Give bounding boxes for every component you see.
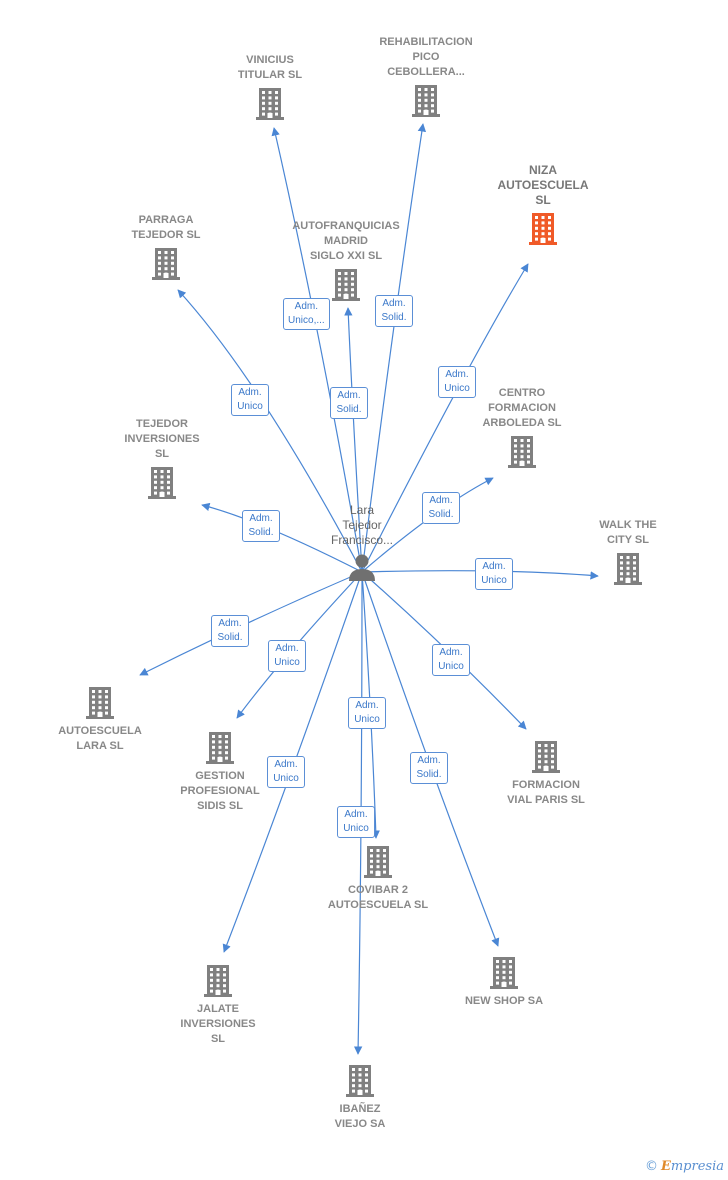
company-node-jalate[interactable]: JALATE INVERSIONES SL <box>153 962 283 1047</box>
building-icon <box>35 684 165 720</box>
company-node-gestion[interactable]: GESTION PROFESIONAL SIDIS SL <box>155 729 285 814</box>
company-node-vinicius[interactable]: VINICIUS TITULAR SL <box>205 53 335 121</box>
company-node-autoescuela_lara[interactable]: AUTOESCUELA LARA SL <box>35 684 165 754</box>
person-node[interactable]: Lara Tejedor Francisco... <box>307 503 417 582</box>
company-node-parraga[interactable]: PARRAGA TEJEDOR SL <box>101 213 231 281</box>
relation-badge-formacion_vial[interactable]: Adm. Unico <box>432 644 470 676</box>
relation-badge-vinicius[interactable]: Adm. Unico,... <box>283 298 330 330</box>
relation-badge-centro[interactable]: Adm. Solid. <box>422 492 460 524</box>
company-label[interactable]: PARRAGA TEJEDOR SL <box>131 214 201 241</box>
relation-badge-parraga[interactable]: Adm. Unico <box>231 384 269 416</box>
relation-badge-new_shop[interactable]: Adm. Solid. <box>410 752 448 784</box>
copyright-notice: ©Empresia <box>645 1159 724 1174</box>
edge-vinicius <box>271 127 363 573</box>
company-label[interactable]: VINICIUS TITULAR SL <box>237 54 303 81</box>
company-label[interactable]: WALK THE CITY SL <box>599 519 657 546</box>
company-node-covibar[interactable]: COVIBAR 2 AUTOESCUELA SL <box>313 843 443 913</box>
company-node-walk[interactable]: WALK THE CITY SL <box>563 518 693 586</box>
company-node-tejedor[interactable]: TEJEDOR INVERSIONES SL <box>97 417 227 500</box>
relation-badge-covibar[interactable]: Adm. Unico <box>348 697 386 729</box>
building-icon <box>478 210 608 246</box>
company-label[interactable]: NEW SHOP SA <box>464 995 544 1007</box>
company-label[interactable]: CENTRO FORMACION ARBOLEDA SL <box>482 387 562 429</box>
relation-badge-rehabilitacion[interactable]: Adm. Solid. <box>375 295 413 327</box>
edge-rehabilitacion <box>361 123 427 573</box>
relation-badge-autofranquicias[interactable]: Adm. Solid. <box>330 387 368 419</box>
company-node-new_shop[interactable]: NEW SHOP SA <box>439 954 569 1009</box>
relation-badge-autoescuela_lara[interactable]: Adm. Solid. <box>211 615 249 647</box>
company-node-centro[interactable]: CENTRO FORMACION ARBOLEDA SL <box>457 386 587 469</box>
company-label[interactable]: NIZA AUTOESCUELA SL <box>497 163 589 207</box>
building-icon <box>563 550 693 586</box>
building-icon <box>481 738 611 774</box>
company-label[interactable]: JALATE INVERSIONES SL <box>180 1003 256 1045</box>
company-label[interactable]: IBAÑEZ VIEJO SA <box>334 1103 386 1130</box>
building-icon <box>205 85 335 121</box>
relation-badge-niza[interactable]: Adm. Unico <box>438 366 476 398</box>
company-label[interactable]: COVIBAR 2 AUTOESCUELA SL <box>327 884 429 911</box>
company-label[interactable]: FORMACION VIAL PARIS SL <box>507 779 585 806</box>
company-label[interactable]: GESTION PROFESIONAL SIDIS SL <box>180 770 260 812</box>
relation-badge-jalate[interactable]: Adm. Unico <box>267 756 305 788</box>
relation-badge-gestion[interactable]: Adm. Unico <box>268 640 306 672</box>
brand-initial: E <box>660 1159 671 1174</box>
company-node-ibanez[interactable]: IBAÑEZ VIEJO SA <box>295 1062 425 1132</box>
building-icon <box>101 245 231 281</box>
building-icon <box>97 464 227 500</box>
building-icon <box>155 729 285 765</box>
copyright-icon: © <box>644 1159 658 1174</box>
building-icon <box>281 266 411 302</box>
building-icon <box>439 954 569 990</box>
brand-name: mpresia <box>670 1159 724 1174</box>
company-label[interactable]: TEJEDOR INVERSIONES SL <box>124 418 200 460</box>
person-label[interactable]: Lara Tejedor Francisco... <box>330 503 393 547</box>
relation-badge-tejedor[interactable]: Adm. Solid. <box>242 510 280 542</box>
building-icon <box>361 82 491 118</box>
relation-badge-ibanez[interactable]: Adm. Unico <box>337 806 375 838</box>
company-label[interactable]: AUTOFRANQUICIAS MADRID SIGLO XXI SL <box>292 220 400 262</box>
company-label[interactable]: AUTOESCUELA LARA SL <box>58 725 142 752</box>
building-icon <box>153 962 283 998</box>
building-icon <box>313 843 443 879</box>
edge-autofranquicias <box>344 307 363 573</box>
company-label[interactable]: REHABILITACION PICO CEBOLLERA... <box>379 36 473 78</box>
company-node-autofranquicias[interactable]: AUTOFRANQUICIAS MADRID SIGLO XXI SL <box>281 219 411 302</box>
person-icon <box>307 552 417 582</box>
company-node-rehabilitacion[interactable]: REHABILITACION PICO CEBOLLERA... <box>361 35 491 118</box>
edge-autoescuela_lara <box>139 571 363 676</box>
building-icon <box>457 433 587 469</box>
company-node-niza[interactable]: NIZA AUTOESCUELA SL <box>478 163 608 246</box>
building-icon <box>295 1062 425 1098</box>
company-node-formacion_vial[interactable]: FORMACION VIAL PARIS SL <box>481 738 611 808</box>
relation-badge-walk[interactable]: Adm. Unico <box>475 558 513 590</box>
